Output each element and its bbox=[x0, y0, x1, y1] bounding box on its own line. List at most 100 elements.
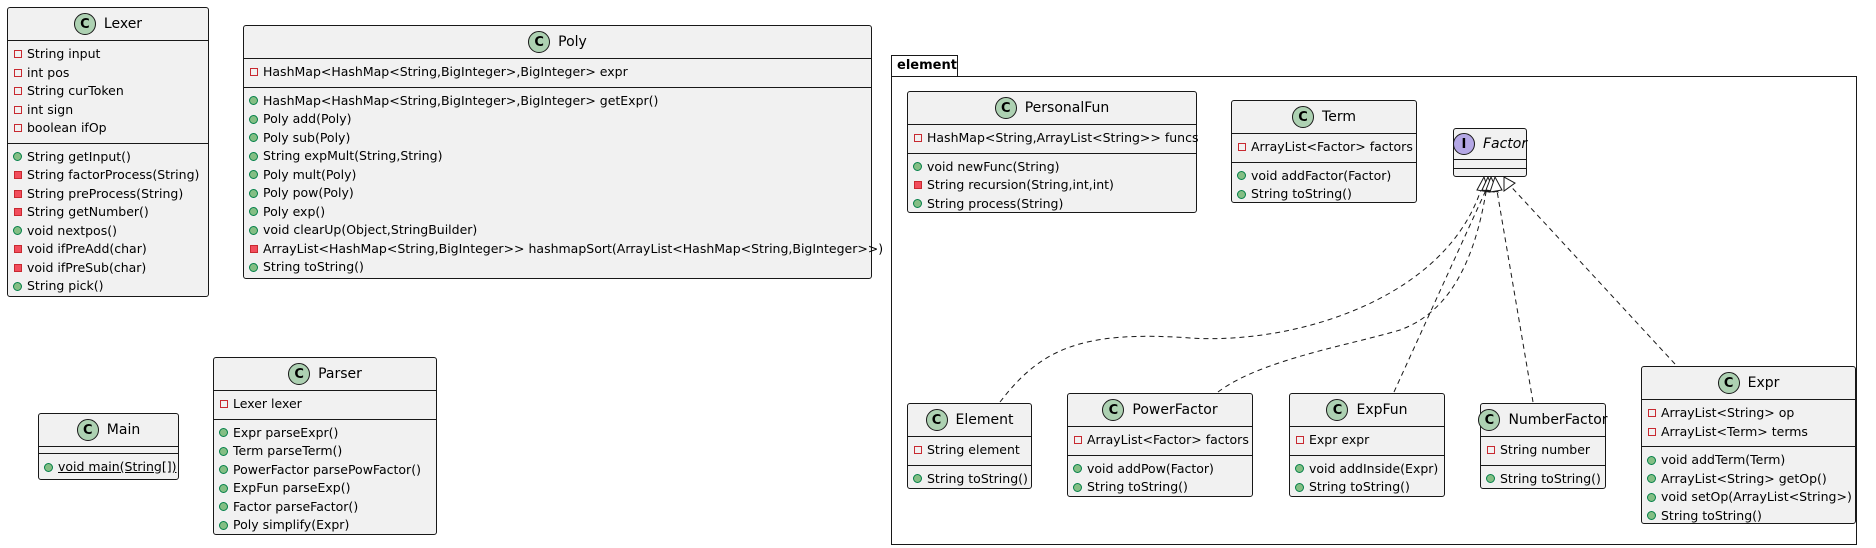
field-row: ArrayList<Term> terms bbox=[1642, 423, 1855, 442]
field-text: ArrayList<Term> terms bbox=[1661, 423, 1808, 439]
private-method-icon bbox=[913, 178, 922, 192]
class-name: Lexer bbox=[103, 16, 143, 32]
private-method-icon bbox=[249, 242, 258, 256]
public-method-icon bbox=[1073, 462, 1082, 476]
class-name: Parser bbox=[318, 366, 362, 382]
field-text: String number bbox=[1500, 442, 1591, 457]
method-text: Factor parseFactor() bbox=[233, 498, 359, 514]
method-row: Poly exp() bbox=[244, 203, 871, 222]
public-method-icon bbox=[913, 197, 922, 211]
private-method-icon bbox=[13, 205, 22, 219]
public-method-icon bbox=[1237, 169, 1246, 183]
class-name: PersonalFun bbox=[1024, 100, 1110, 116]
private-field-icon bbox=[913, 131, 922, 145]
private-field-icon bbox=[1647, 425, 1656, 439]
methods-compartment bbox=[1454, 168, 1526, 177]
method-text: String factorProcess(String) bbox=[27, 167, 200, 182]
private-field-icon bbox=[13, 66, 22, 80]
public-method-icon bbox=[1073, 480, 1082, 494]
public-method-icon bbox=[1486, 472, 1495, 486]
method-row: void addTerm(Term) bbox=[1642, 451, 1855, 470]
field-text: Expr expr bbox=[1309, 432, 1370, 447]
field-text: int pos bbox=[27, 64, 70, 80]
class-stereotype-icon: C bbox=[528, 31, 551, 53]
field-text: ArrayList<Factor> factors bbox=[1087, 432, 1249, 447]
public-method-icon bbox=[13, 150, 22, 164]
method-row: ArrayList<String> getOp() bbox=[1642, 470, 1855, 489]
private-field-icon bbox=[249, 65, 258, 79]
method-text: String toString() bbox=[1251, 186, 1352, 201]
public-method-icon bbox=[219, 500, 228, 514]
public-method-icon bbox=[1237, 187, 1246, 201]
public-method-icon bbox=[1647, 490, 1656, 504]
method-text: void main(String[]) bbox=[58, 459, 177, 474]
field-row: Expr expr bbox=[1290, 431, 1444, 450]
method-row: PowerFactor parsePowFactor() bbox=[214, 461, 436, 480]
field-text: String element bbox=[927, 442, 1020, 457]
method-text: String getInput() bbox=[27, 148, 131, 164]
method-text: void addTerm(Term) bbox=[1661, 452, 1786, 467]
public-method-icon bbox=[1647, 453, 1656, 467]
method-text: String toString() bbox=[263, 259, 364, 274]
method-row: Poly add(Poly) bbox=[244, 110, 871, 129]
private-field-icon bbox=[13, 121, 22, 135]
method-text: void addPow(Factor) bbox=[1087, 460, 1214, 476]
method-row: String toString() bbox=[908, 470, 1031, 489]
method-text: String toString() bbox=[1500, 470, 1601, 486]
method-text: Term parseTerm() bbox=[233, 443, 343, 458]
public-method-icon bbox=[913, 160, 922, 174]
field-text: HashMap<String,ArrayList<String>> funcs bbox=[927, 130, 1199, 145]
method-text: void addInside(Expr) bbox=[1309, 460, 1439, 476]
class-main[interactable]: C Main void main(String[]) bbox=[38, 413, 179, 480]
method-row: void setOp(ArrayList<String>) bbox=[1642, 488, 1855, 507]
method-row: String preProcess(String) bbox=[8, 185, 208, 204]
method-text: void nextpos() bbox=[27, 222, 117, 238]
private-method-icon bbox=[13, 168, 22, 182]
field-text: Lexer lexer bbox=[233, 396, 302, 411]
class-stereotype-icon: C bbox=[1478, 409, 1501, 431]
private-field-icon bbox=[13, 47, 22, 61]
class-name: Main bbox=[106, 422, 141, 438]
field-text: String input bbox=[27, 46, 101, 61]
public-method-icon bbox=[219, 463, 228, 477]
public-method-icon bbox=[219, 444, 228, 458]
method-text: void newFunc(String) bbox=[927, 158, 1060, 174]
public-method-icon bbox=[219, 481, 228, 495]
method-row: String expMult(String,String) bbox=[244, 147, 871, 166]
method-row: String toString() bbox=[1642, 507, 1855, 526]
public-method-icon bbox=[219, 426, 228, 440]
field-row: ArrayList<Factor> factors bbox=[1068, 431, 1252, 450]
package-name: element bbox=[897, 58, 957, 73]
method-row: String toString() bbox=[244, 258, 871, 277]
method-row: ExpFun parseExp() bbox=[214, 479, 436, 498]
private-field-icon bbox=[1237, 140, 1246, 154]
public-method-icon bbox=[913, 472, 922, 486]
field-row: Lexer lexer bbox=[214, 395, 436, 414]
method-row: void ifPreAdd(char) bbox=[8, 240, 208, 259]
method-row: void addInside(Expr) bbox=[1290, 460, 1444, 479]
method-row: String toString() bbox=[1481, 470, 1605, 489]
class-stereotype-icon: C bbox=[76, 419, 99, 441]
class-name: ExpFun bbox=[1356, 402, 1408, 418]
public-method-icon bbox=[249, 149, 258, 163]
private-field-icon bbox=[1073, 433, 1082, 447]
public-method-icon bbox=[249, 260, 258, 274]
method-text: void setOp(ArrayList<String>) bbox=[1661, 489, 1852, 504]
field-row: int pos bbox=[8, 64, 208, 83]
public-method-icon bbox=[249, 112, 258, 126]
field-text: HashMap<HashMap<String,BigInteger>,BigIn… bbox=[263, 64, 628, 79]
field-row: String curToken bbox=[8, 82, 208, 101]
method-row: ArrayList<HashMap<String,BigInteger>> ha… bbox=[244, 240, 883, 259]
class-name: Element bbox=[955, 412, 1014, 428]
